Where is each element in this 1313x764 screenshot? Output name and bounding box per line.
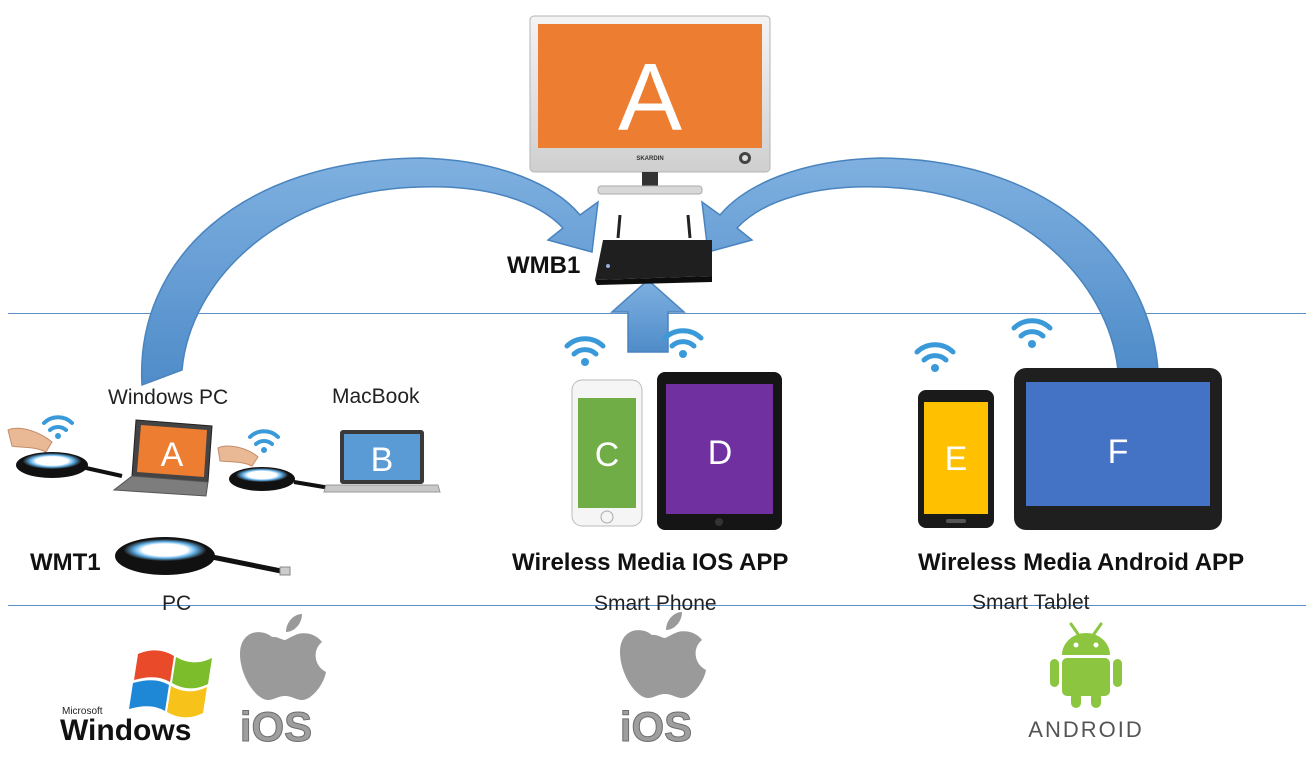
tv-screen (538, 24, 762, 148)
ipad-device: D (657, 372, 782, 530)
windows-small-text: Microsoft (62, 706, 103, 717)
android-robot-logo: ANDROID (1028, 622, 1143, 742)
transmitter-puck-pc (7, 427, 123, 478)
windows-pc-label: Windows PC (108, 386, 229, 409)
arrow-from-phone (610, 278, 686, 353)
android-phone-device: E (918, 390, 994, 528)
wifi-icon-mac (248, 429, 280, 453)
windows-laptop: A (112, 419, 213, 497)
apple-ios-logo-left: iOS (239, 614, 326, 751)
apple-ios-logo-center: iOS (619, 612, 706, 751)
smart-phone-category-label: Smart Phone (594, 592, 717, 615)
bottom-divider-line (8, 605, 1306, 606)
windows-logo: Microsoft Windows (60, 650, 212, 747)
wifi-icon-pc (42, 415, 74, 439)
wifi-icon-ipad (662, 328, 704, 358)
transmitter-puck-mac (217, 445, 331, 491)
tv-brand-text: SKARDIN (636, 156, 663, 162)
wifi-icon-iphone (564, 336, 606, 366)
mac-screen-letter: B (371, 441, 394, 479)
tv-screen-letter: A (618, 44, 682, 151)
arrow-from-pc (140, 157, 599, 387)
pc-screen-letter: A (161, 436, 184, 474)
wifi-icon-android-phone (914, 342, 956, 372)
iphone-screen-letter: C (595, 436, 620, 474)
ios-center-text: iOS (620, 703, 692, 750)
iphone-device: C (571, 379, 643, 527)
pc-category-label: PC (162, 592, 192, 615)
windows-large-text: Windows (60, 714, 191, 747)
ipad-screen-letter: D (708, 434, 733, 472)
wifi-icon-android-tablet (1011, 318, 1053, 348)
macbook-laptop: B (323, 430, 441, 493)
tv-monitor: A SKARDIN (529, 15, 771, 195)
ios-left-text: iOS (240, 703, 312, 750)
wmb1-receiver (595, 214, 712, 285)
smart-tablet-category-label: Smart Tablet (972, 591, 1090, 614)
android-logo-text: ANDROID (1028, 717, 1143, 742)
arrow-from-tablet (701, 157, 1159, 371)
wmb1-label: WMB1 (507, 252, 581, 279)
ios-app-title: Wireless Media IOS APP (512, 549, 789, 576)
wmt1-label: WMT1 (30, 549, 101, 576)
android-tablet-screen-letter: F (1108, 433, 1129, 471)
android-tablet-device: F (1014, 368, 1222, 530)
wmt1-transmitter (115, 537, 291, 576)
macbook-label: MacBook (332, 385, 420, 408)
android-app-title: Wireless Media Android APP (918, 549, 1245, 576)
android-phone-screen-letter: E (945, 440, 968, 478)
